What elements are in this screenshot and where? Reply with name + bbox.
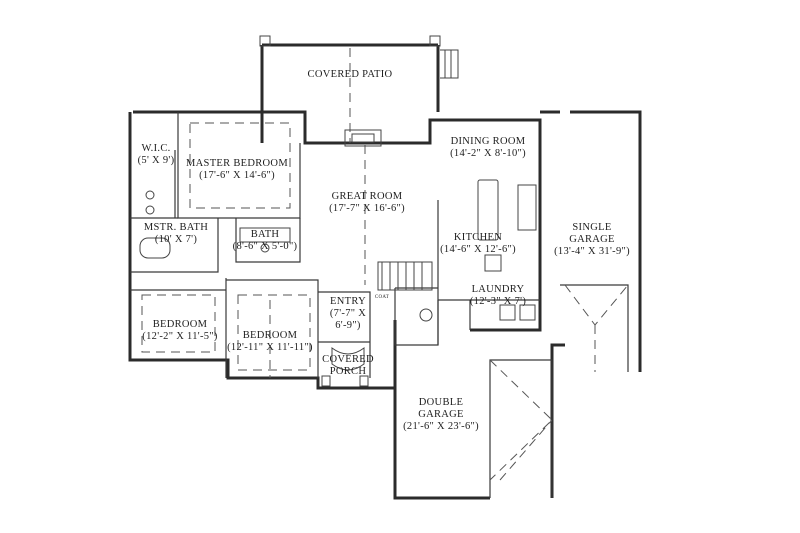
wic-size: (5' X 9'): [138, 155, 175, 166]
room-labels: COVERED PATIO W.I.C. (5' X 9') MASTER BE…: [138, 69, 630, 432]
kitchen-size: (14'-6" X 12'-6"): [440, 244, 516, 255]
mstr-bath-name: MSTR. BATH: [144, 222, 208, 233]
bedroom-2-name: BEDROOM: [243, 330, 298, 341]
interior-walls: [130, 112, 629, 498]
bath-size: (8'-6" X 5'-0"): [233, 241, 298, 252]
entry-name: ENTRY: [330, 296, 366, 307]
bedroom-2-size: (12'-11" X 11'-11"): [227, 342, 313, 353]
mstr-bath-size: (10' X 7'): [155, 234, 198, 245]
covered-patio-name: COVERED PATIO: [308, 69, 393, 80]
single-garage-name-2: GARAGE: [569, 234, 615, 245]
entry-size-2: 6'-9"): [335, 320, 361, 331]
coat-closet-label: COAT: [375, 295, 389, 300]
master-bedroom-size: (17'-6" X 14'-6"): [199, 170, 275, 181]
covered-porch-name-2: PORCH: [330, 366, 367, 377]
master-bedroom-name: MASTER BEDROOM: [186, 158, 288, 169]
dining-room-size: (14'-2" X 8'-10"): [450, 148, 526, 159]
great-room-name: GREAT ROOM: [332, 191, 403, 202]
double-garage-name: DOUBLE: [419, 397, 463, 408]
great-room-size: (17'-7" X 16'-6"): [329, 203, 405, 214]
double-garage-name-2: GARAGE: [418, 409, 464, 420]
single-garage-name: SINGLE: [572, 222, 611, 233]
single-garage-size: (13'-4" X 31'-9"): [554, 246, 630, 257]
bedroom-1-size: (12'-2" X 11'-5"): [142, 331, 218, 342]
fixtures: [139, 35, 537, 387]
covered-porch-name: COVERED: [322, 354, 374, 365]
ceiling-lines: [141, 48, 629, 481]
kitchen-name: KITCHEN: [454, 232, 502, 243]
laundry-name: LAUNDRY: [472, 284, 525, 295]
double-garage-size: (21'-6" X 23'-6"): [403, 421, 479, 432]
entry-size: (7'-7" X: [330, 308, 366, 319]
dining-room-name: DINING ROOM: [451, 136, 526, 147]
laundry-size: (12'-3" X 7'): [470, 296, 526, 307]
bath-name: BATH: [251, 229, 280, 240]
exterior-walls: [128, 43, 642, 500]
bedroom-1-name: BEDROOM: [153, 319, 208, 330]
wic-name: W.I.C.: [141, 143, 170, 154]
